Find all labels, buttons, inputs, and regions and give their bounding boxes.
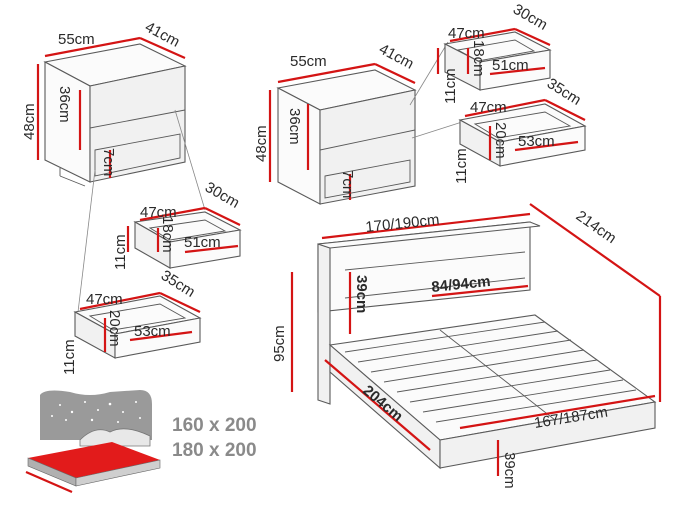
bed	[290, 203, 662, 476]
mattress-size-1: 160 x 200	[172, 415, 257, 436]
bed-head-panel: 39cm	[353, 275, 370, 313]
leader-line	[409, 41, 449, 106]
nightstand-left-depth: 41cm	[142, 19, 182, 51]
leader-line	[174, 109, 206, 211]
nightstand-right-drawer-height: 36cm	[286, 108, 303, 145]
drawer-small-left	[126, 206, 242, 269]
mattress-size-icon	[25, 390, 161, 494]
nightstand-left-height: 48cm	[21, 103, 38, 140]
mattress-size-2: 180 x 200	[172, 440, 257, 461]
drawer-small-left-height: 18cm	[159, 216, 176, 253]
drawer-large-right	[458, 98, 587, 167]
bed-length: 214cm	[573, 207, 620, 247]
drawer-small-left-inner-width: 51cm	[184, 234, 221, 251]
bed-head-inner-width: 84/94cm	[431, 273, 492, 296]
drawer-large-left-width: 47cm	[86, 291, 123, 308]
drawer-small-left-width: 47cm	[140, 204, 177, 221]
nightstand-right	[268, 62, 417, 205]
nightstand-left-drawer-height: 36cm	[56, 86, 73, 123]
nightstand-right-width: 55cm	[290, 53, 327, 70]
leader-line	[411, 121, 463, 139]
drawer-large-left-outer-height: 11cm	[61, 339, 78, 375]
nightstand-right-height: 48cm	[253, 125, 270, 162]
nightstand-left	[36, 36, 187, 187]
drawer-large-left-inner-width: 53cm	[134, 323, 171, 340]
drawer-small-right	[436, 27, 552, 91]
drawer-large-right-height: 20cm	[492, 122, 509, 159]
drawer-large-right-width: 47cm	[470, 99, 507, 116]
drawer-large-right-depth: 35cm	[544, 75, 584, 109]
drawer-small-right-width: 47cm	[448, 25, 485, 42]
nightstand-right-leg-height: 7cm	[339, 170, 356, 198]
nightstand-left-width: 55cm	[58, 31, 95, 48]
leader-line	[77, 169, 96, 313]
drawer-large-right-inner-width: 53cm	[518, 133, 555, 150]
drawer-large-left	[73, 291, 202, 359]
drawer-small-right-outer-height: 11cm	[442, 68, 459, 104]
drawer-small-left-depth: 30cm	[202, 179, 242, 212]
drawer-small-right-inner-width: 51cm	[492, 57, 529, 74]
drawer-small-right-height: 18cm	[470, 40, 487, 77]
bed-head-height: 95cm	[271, 325, 288, 362]
drawer-large-right-outer-height: 11cm	[453, 148, 470, 184]
drawer-small-left-outer-height: 11cm	[112, 234, 129, 270]
drawer-large-left-height: 20cm	[106, 310, 123, 347]
nightstand-left-leg-height: 7cm	[100, 148, 117, 176]
bed-frame-height: 39cm	[501, 452, 518, 489]
